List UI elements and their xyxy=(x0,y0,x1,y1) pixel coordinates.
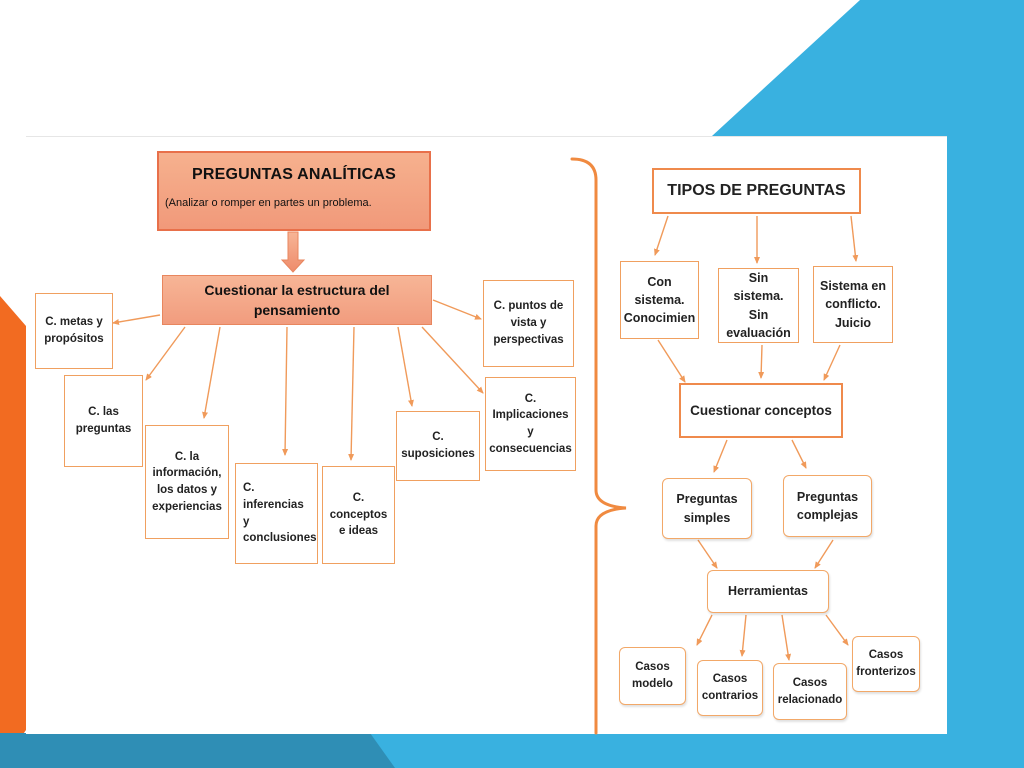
arrow-to-implicaciones xyxy=(421,326,484,394)
arrow-to-conceptos xyxy=(348,326,355,461)
node-suposiciones: C. suposiciones xyxy=(396,411,480,481)
node-casos-fronterizos: Casos fronterizos xyxy=(852,636,920,692)
title-text: PREGUNTAS ANALÍTICAS xyxy=(192,166,396,183)
arrow-complejas-to-tools xyxy=(814,539,834,569)
node-cuestionar-estructura: Cuestionar la estructura del pensamiento xyxy=(162,275,432,325)
arrow-to-con-sistema xyxy=(654,215,669,256)
blue-band-bottom xyxy=(0,733,440,768)
arrow-to-sistema-conflicto xyxy=(850,215,859,262)
arrow-to-contrarios xyxy=(739,614,747,657)
node-las-preguntas: C. las preguntas xyxy=(64,375,143,467)
node-sistema-en-conflicto: Sistema en conflicto. Juicio xyxy=(813,266,893,343)
node-puntos-de-vista: C. puntos de vista y perspectivas xyxy=(483,280,574,367)
node-casos-modelo: Casos modelo xyxy=(619,647,686,705)
node-preguntas-complejas: Preguntas complejas xyxy=(783,475,872,537)
arrow-conflicto-to-center xyxy=(823,344,841,381)
arrow-to-suposiciones xyxy=(397,326,414,407)
node-casos-relacionado: Casos relacionado xyxy=(773,663,847,720)
arrow-sin-to-center xyxy=(758,344,765,379)
node-casos-contrarios: Casos contrarios xyxy=(697,660,763,716)
arrow-to-metas xyxy=(112,314,161,325)
light-blue-band-bottom xyxy=(370,733,1024,768)
orange-strip-left xyxy=(0,296,26,768)
node-cuestionar-conceptos: Cuestionar conceptos xyxy=(679,383,843,438)
node-metas: C. metas y propósitos xyxy=(35,293,113,369)
node-implicaciones: C. Implicaciones y consecuencias xyxy=(485,377,576,471)
arrow-to-informacion xyxy=(202,326,221,419)
title-preguntas-analiticas: PREGUNTAS ANALÍTICAS (Analizar o romper … xyxy=(157,151,431,231)
arrow-con-to-center xyxy=(657,339,686,383)
arrow-to-inferencias xyxy=(282,326,289,456)
title-subtitle: (Analizar o romper en partes un problema… xyxy=(165,197,372,210)
node-inferencias: C. inferencias y conclusiones xyxy=(235,463,318,564)
arrow-to-complejas xyxy=(791,439,807,469)
node-conceptos-ideas: C. conceptos e ideas xyxy=(322,466,395,564)
brace-divider xyxy=(570,157,627,735)
arrow-to-fronterizos xyxy=(825,614,849,646)
arrow-simples-to-tools xyxy=(697,539,718,569)
node-con-sistema: Con sistema. Conocimien xyxy=(620,261,699,339)
node-informacion: C. la información, los datos y experienc… xyxy=(145,425,229,539)
arrow-to-simples xyxy=(713,439,728,473)
node-sin-sistema: Sin sistema. Sin evaluación xyxy=(718,268,799,343)
node-preguntas-simples: Preguntas simples xyxy=(662,478,752,539)
arrow-to-puntos xyxy=(432,299,482,320)
title-tipos-de-preguntas: TIPOS DE PREGUNTAS xyxy=(652,168,861,214)
title-down-arrow xyxy=(280,231,306,273)
arrow-to-modelo xyxy=(696,614,713,646)
arrow-to-relacionado xyxy=(781,614,792,661)
arrow-to-preguntas xyxy=(145,326,186,381)
node-label: Cuestionar la estructura del pensamiento xyxy=(204,281,390,318)
node-herramientas: Herramientas xyxy=(707,570,829,613)
